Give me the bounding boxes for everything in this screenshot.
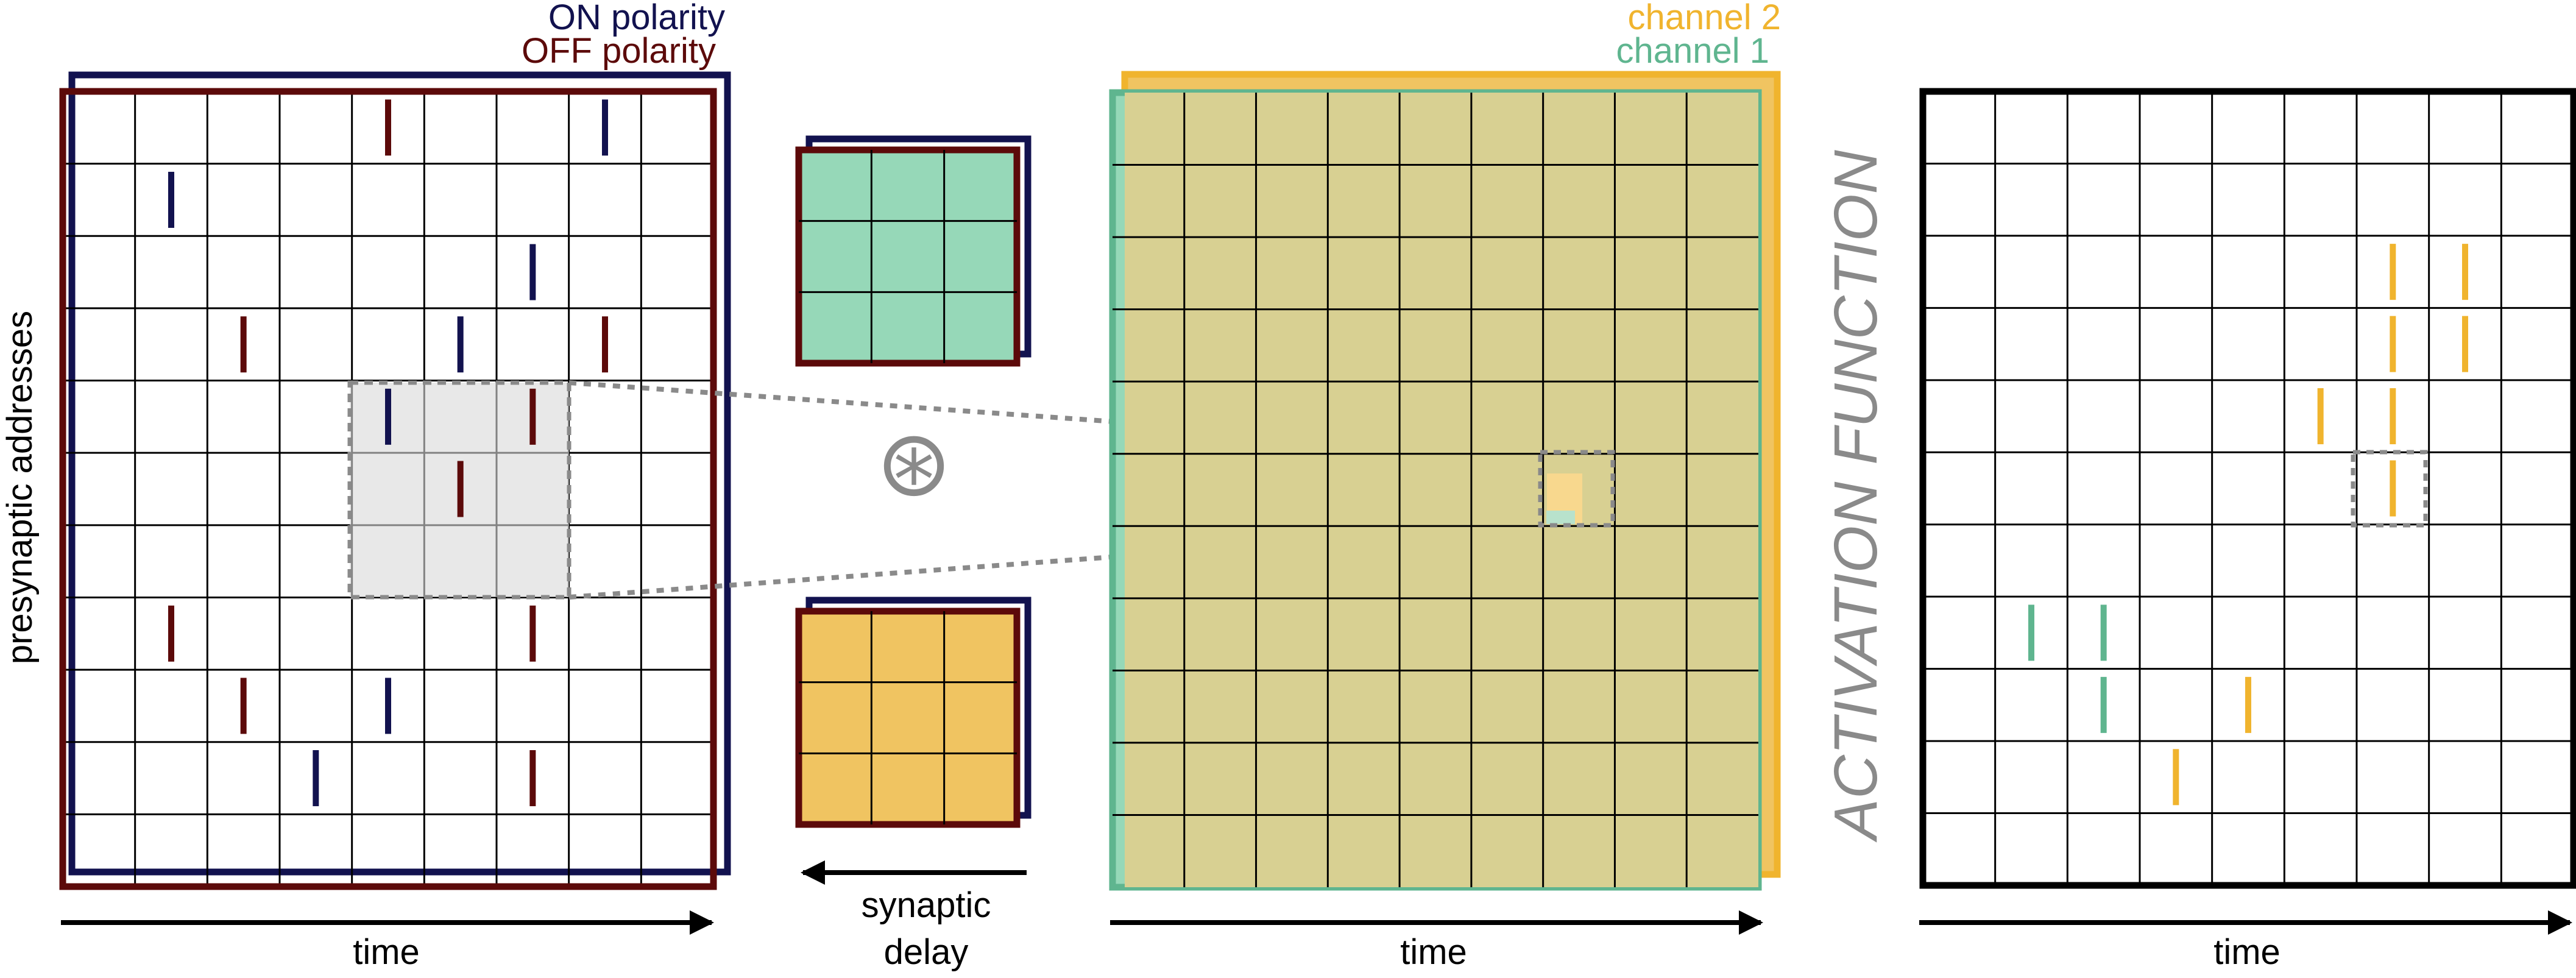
spike-off [529,605,536,662]
spike-channel-2 [2245,676,2251,733]
input-panel: ON polarity OFF polarity presynaptic add… [0,0,731,972]
convolution-operator-icon: ⊛ [876,412,952,514]
spike-channel-2 [2390,244,2396,300]
input-spikes [168,99,608,807]
output-spike-panel: time [1919,88,2576,972]
channel-1-legend: channel 1 [1616,31,1769,71]
spike-on [457,316,464,373]
spike-off [602,316,608,373]
on-polarity-legend: ON polarity [548,0,725,37]
spike-channel-2 [2173,749,2179,806]
kernel-channel-2 [795,597,1031,828]
output-spikes [2028,244,2468,806]
spike-off [168,605,174,662]
spike-off [385,99,391,156]
spike-channel-2 [2317,388,2324,445]
spike-on [385,678,391,734]
spike-channel-2 [2390,388,2396,445]
kernel-channel-1 [795,135,1031,367]
spike-off [457,461,464,517]
y-axis-label: presynaptic addresses [0,311,40,664]
target-cell-highlight [1538,450,1615,528]
spike-off [240,678,247,734]
spike-on [385,388,391,445]
spike-channel-1 [2100,676,2107,733]
spike-channel-2 [2462,244,2468,300]
channel-overlap [1125,93,1758,887]
synaptic-delay-label-1: synaptic [862,885,991,925]
spike-on [602,99,608,156]
on-polarity-frame [68,71,731,876]
feature-map-panel: channel 2 channel 1 time [1109,0,1781,972]
feature-map-grid [1113,93,1758,887]
channel-2-legend: channel 2 [1627,0,1781,37]
off-polarity-frame [59,88,717,890]
spike-on [168,171,174,228]
spike-off [529,388,536,445]
output-cell-highlight [2351,450,2428,528]
x-axis-label: time [353,932,420,972]
spike-channel-2 [2390,316,2396,372]
spike-on [529,244,536,300]
spike-channel-1 [2028,604,2034,661]
activation-function-label: ACTIVATION FUNCTION [1822,149,1890,842]
spike-channel-2 [2462,316,2468,372]
spike-off [240,316,247,373]
output-spike-frame [1919,88,2576,889]
spike-on [313,750,319,807]
off-polarity-legend: OFF polarity [522,31,716,71]
spike-channel-2 [2390,460,2396,517]
x-axis-label: time [2213,932,2281,972]
output-spike-grid [1923,91,2574,885]
x-axis-label: time [1400,932,1467,972]
synaptic-delay-label-2: delay [884,932,969,972]
spike-channel-1 [2100,604,2107,661]
spike-off [529,750,536,807]
input-grid [63,91,713,887]
kernels: ⊛ synaptic delay [795,135,1031,972]
channel-1-potential-bar [1546,511,1575,524]
